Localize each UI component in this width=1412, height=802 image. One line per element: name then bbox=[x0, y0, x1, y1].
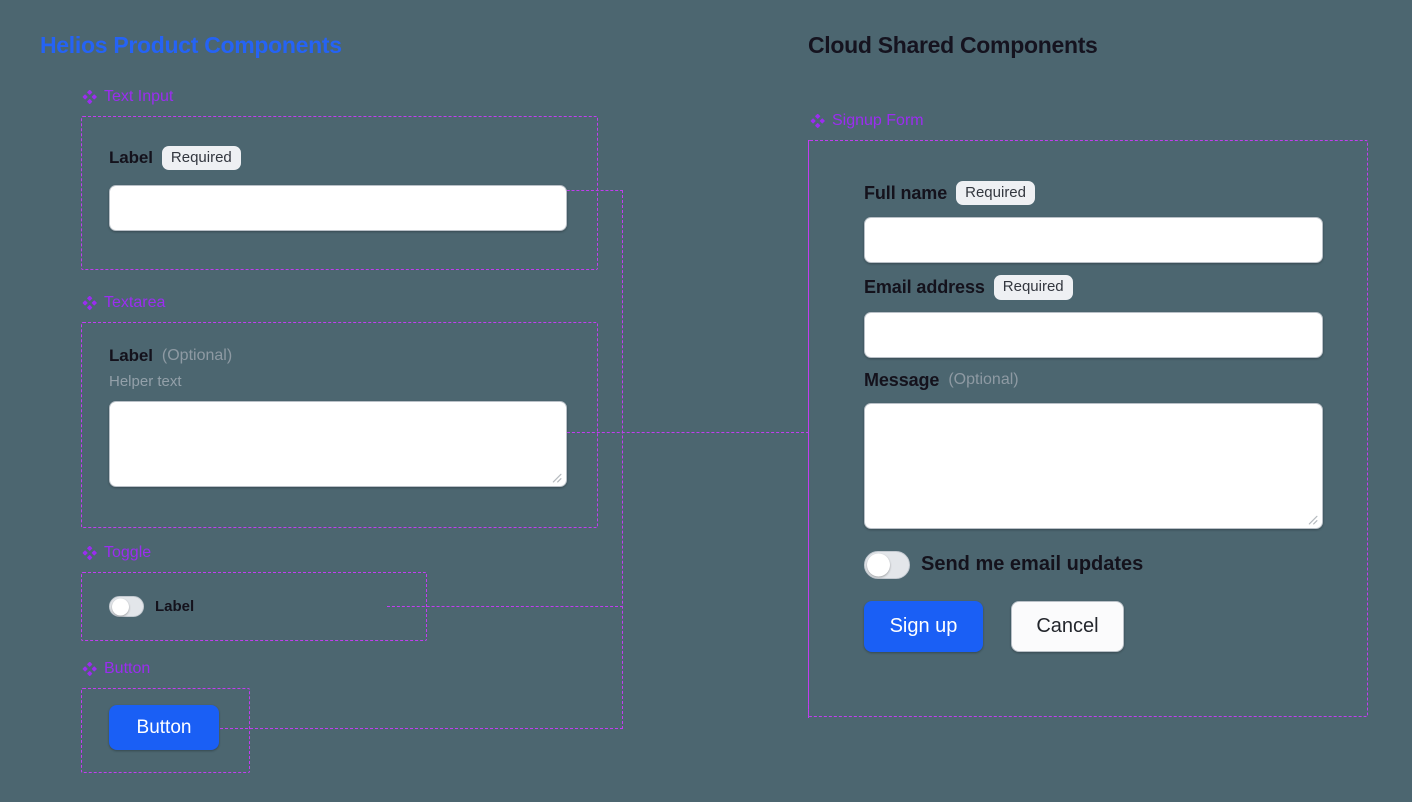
toggle-switch[interactable] bbox=[109, 596, 144, 617]
component-icon bbox=[82, 545, 97, 560]
section-label-toggle: Toggle bbox=[82, 544, 151, 562]
toggle-knob bbox=[112, 598, 129, 615]
right-panel: Cloud Shared Components Signup Form Full… bbox=[808, 0, 1378, 802]
section-label-text-input: Text Input bbox=[82, 88, 173, 106]
field-group-email-address: Email address Required bbox=[864, 275, 1323, 358]
toggle-label: Label bbox=[155, 598, 195, 615]
component-box-toggle: Label bbox=[81, 572, 427, 641]
section-label-text: Signup Form bbox=[832, 112, 924, 129]
toggle-knob bbox=[867, 553, 890, 576]
text-input-field[interactable] bbox=[109, 185, 567, 232]
text-input-label: Label bbox=[109, 148, 153, 168]
email-updates-toggle-row: Send me email updates bbox=[864, 550, 1323, 579]
message-textarea[interactable] bbox=[864, 402, 1323, 529]
section-label-button: Button bbox=[82, 660, 150, 678]
resize-handle-icon[interactable] bbox=[549, 470, 562, 483]
message-optional-tag: (Optional) bbox=[948, 371, 1019, 388]
full-name-input[interactable] bbox=[864, 217, 1323, 264]
message-label-row: Message (Optional) bbox=[864, 370, 1323, 391]
right-panel-title: Cloud Shared Components bbox=[808, 32, 1098, 58]
section-label-text: Textarea bbox=[104, 294, 166, 311]
textarea-helper-text: Helper text bbox=[109, 373, 182, 390]
demo-button[interactable]: Button bbox=[109, 705, 219, 750]
component-icon bbox=[82, 661, 97, 676]
email-address-label: Email address bbox=[864, 276, 985, 297]
textarea-field[interactable] bbox=[109, 401, 567, 487]
section-label-signup-form: Signup Form bbox=[810, 112, 924, 130]
full-name-required-badge: Required bbox=[956, 181, 1035, 206]
textarea-label: Label bbox=[109, 346, 153, 365]
left-panel-title: Helios Product Components bbox=[40, 32, 342, 58]
email-updates-label: Send me email updates bbox=[921, 553, 1144, 575]
component-icon bbox=[82, 295, 97, 310]
email-address-input[interactable] bbox=[864, 311, 1323, 358]
section-label-text: Button bbox=[104, 660, 151, 677]
left-panel: Helios Product Components Text Input Lab… bbox=[40, 0, 660, 802]
full-name-label: Full name bbox=[864, 182, 948, 203]
text-input-required-badge: Required bbox=[161, 146, 241, 171]
component-box-text-input: Label Required bbox=[81, 116, 598, 270]
resize-handle-icon[interactable] bbox=[1305, 512, 1318, 525]
form-actions: Sign up Cancel bbox=[864, 600, 1323, 652]
field-group-full-name: Full name Required bbox=[864, 181, 1323, 264]
component-icon bbox=[810, 113, 825, 128]
message-label: Message bbox=[864, 369, 940, 390]
sign-up-button[interactable]: Sign up bbox=[864, 600, 983, 652]
toggle-row: Label bbox=[109, 596, 194, 617]
section-label-textarea: Textarea bbox=[82, 294, 165, 312]
text-input-label-row: Label Required bbox=[109, 146, 567, 171]
email-address-label-row: Email address Required bbox=[864, 275, 1323, 300]
component-icon bbox=[82, 89, 97, 104]
field-group-message: Message (Optional) bbox=[864, 370, 1323, 529]
section-label-text: Toggle bbox=[104, 544, 152, 561]
textarea-label-row: Label (Optional) bbox=[109, 346, 567, 366]
component-box-textarea: Label (Optional) Helper text bbox=[81, 322, 598, 528]
full-name-label-row: Full name Required bbox=[864, 181, 1323, 206]
cancel-button[interactable]: Cancel bbox=[1011, 600, 1124, 652]
email-address-required-badge: Required bbox=[993, 275, 1073, 300]
component-box-button: Button bbox=[81, 688, 250, 773]
section-label-text: Text Input bbox=[104, 88, 174, 105]
component-box-signup-form: Full name Required Email address Require… bbox=[808, 140, 1368, 717]
email-updates-toggle[interactable] bbox=[864, 550, 910, 579]
textarea-optional-tag: (Optional) bbox=[161, 347, 233, 364]
